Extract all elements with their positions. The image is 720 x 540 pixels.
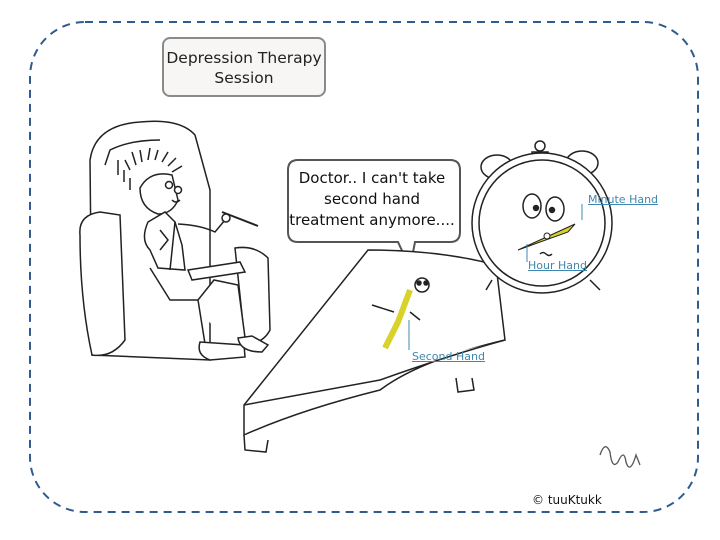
clock-hands — [517, 223, 576, 251]
speech-line-2: second hand — [324, 190, 420, 208]
second-hand-character — [371, 277, 430, 350]
second-hand-label: Second Hand — [412, 350, 485, 363]
clock-face — [522, 193, 565, 257]
speech-line-3: treatment anymore.... — [289, 211, 455, 229]
couch — [243, 249, 506, 453]
minute-hand-label: Minute Hand — [588, 193, 659, 206]
speech-line-1: Doctor.. I can't take — [298, 169, 446, 187]
doctor — [124, 147, 270, 361]
title-box: Depression Therapy Session — [162, 37, 326, 97]
title-line-1: Depression Therapy — [166, 49, 322, 67]
copyright-credit: © tuuKtukk — [532, 493, 602, 507]
hour-hand-label: Hour Hand — [528, 259, 587, 272]
alarm-clock — [471, 140, 613, 294]
artist-signature — [599, 446, 641, 468]
dashed-frame — [29, 21, 699, 513]
speech-text: Doctor.. I can't take second hand treatm… — [284, 168, 460, 231]
armchair — [79, 120, 271, 361]
title-line-2: Session — [214, 69, 274, 87]
